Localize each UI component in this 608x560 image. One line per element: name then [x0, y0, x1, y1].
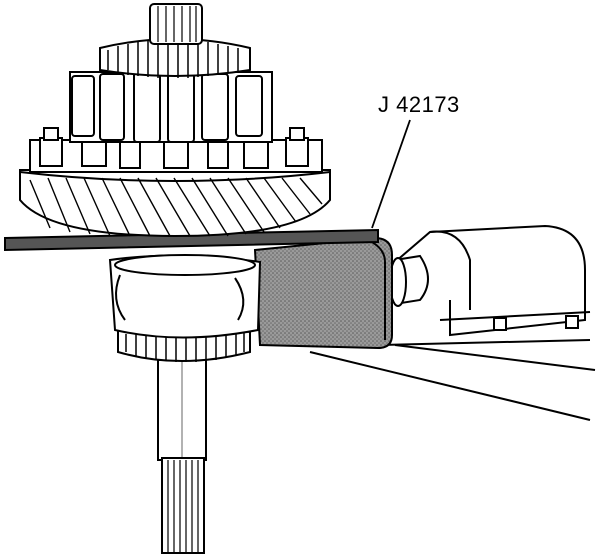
callout-leader	[371, 119, 411, 229]
bench-fixture	[309, 224, 596, 421]
drive-boss	[389, 254, 429, 307]
ring-gear	[19, 169, 331, 238]
callout-label-j42173: J 42173	[378, 92, 460, 117]
output-shaft	[157, 359, 207, 554]
input-shaft-spline	[149, 3, 203, 45]
carrier-hub	[108, 254, 262, 339]
holding-tool-j42173	[253, 236, 393, 350]
differential-case	[69, 71, 273, 143]
support-plate	[4, 228, 379, 252]
